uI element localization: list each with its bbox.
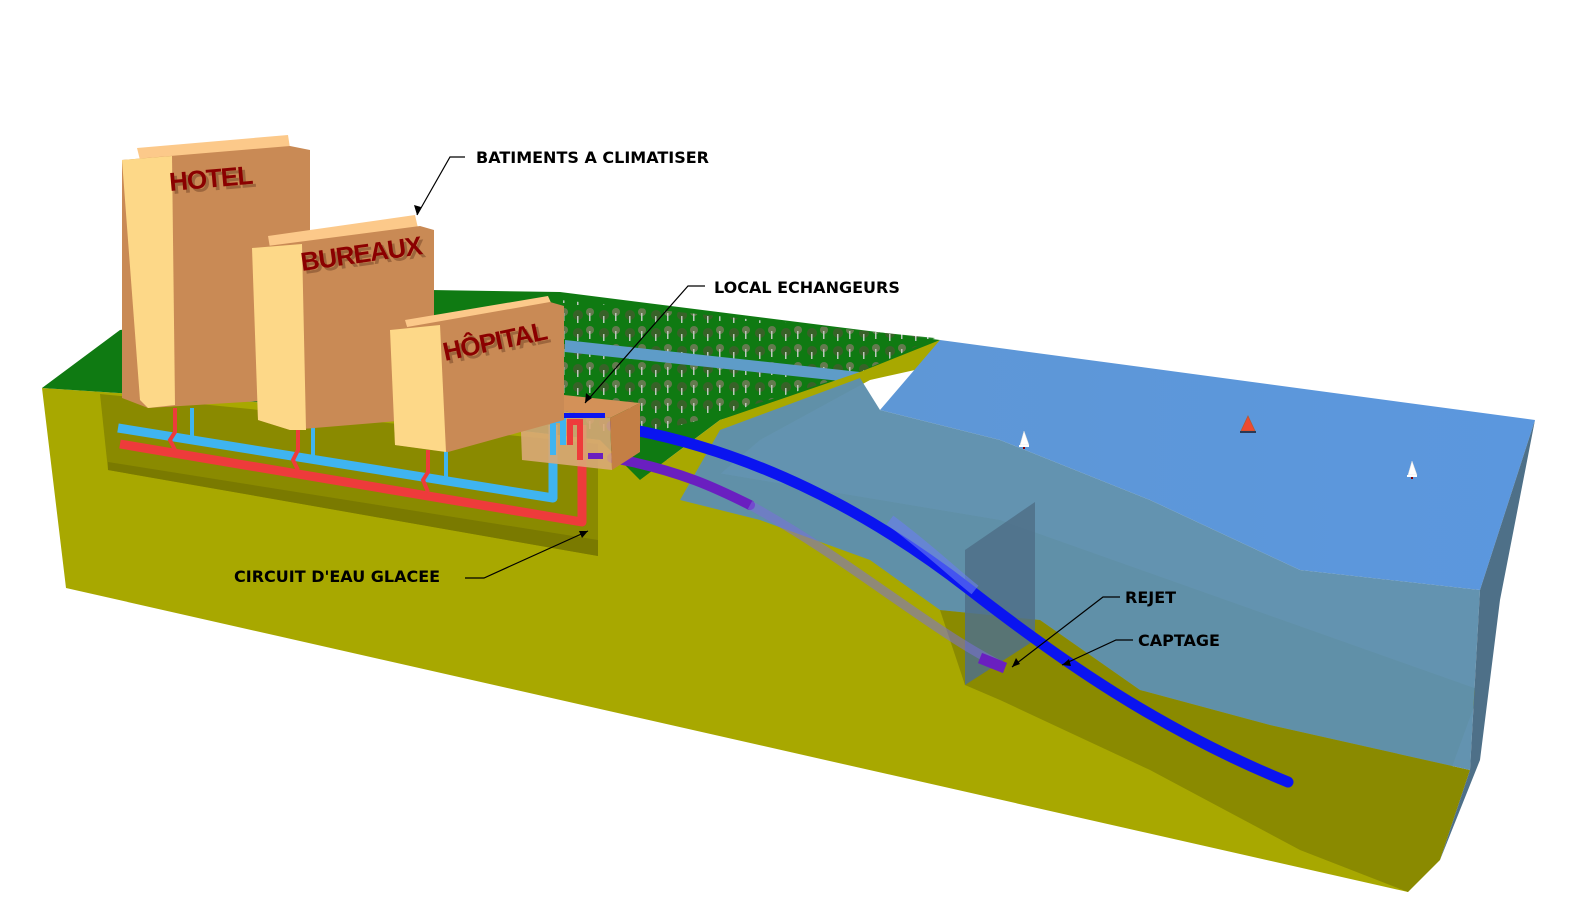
hot-riser-hopital [420,450,430,493]
seabed [940,610,1470,892]
callout-label-chilled-water: CIRCUIT D'EAU GLACEE [234,567,440,586]
callout-label-intake: CAPTAGE [1138,631,1220,650]
exchanger-discharge-header [588,453,603,459]
exchanger-seawater-header [555,413,605,418]
building-label-hotel: HOTEL [168,160,255,197]
sailboat-icon [1019,430,1030,449]
callout-label-discharge: REJET [1125,588,1176,607]
offshore-pipes [606,420,1294,788]
sailboat-icon [1407,460,1418,479]
sea [680,340,1535,860]
callout-exchanger-room: LOCAL ECHANGEURS [584,278,900,404]
lagoon [565,340,860,382]
callout-label-buildings: BATIMENTS A CLIMATISER [476,148,709,167]
hot-riser-hotel [167,408,177,451]
building-bureaux: BUREAUX BUREAUX [252,215,434,430]
callout-label-exchanger-room: LOCAL ECHANGEURS [714,278,900,297]
pipe-trench-floor [108,462,598,556]
exchanger-hot-loop [567,419,583,460]
sea-surface [880,340,1535,590]
building-label-shadow: HOTEL [171,163,258,200]
sea-body [680,378,1480,770]
red-sailboat-icon [1240,415,1256,433]
exchanger-room-side [610,403,640,470]
hot-riser-bureaux [290,428,300,471]
building-hopital: HÔPITAL HÔPITAL [390,296,564,452]
callout-buildings: BATIMENTS A CLIMATISER [414,148,709,216]
sea-cutaway-wall [965,502,1035,685]
intake-pipe-submerged [886,515,979,595]
discharge-pipe-submerged [747,501,1003,670]
callout-intake: CAPTAGE [1061,631,1220,666]
callout-discharge: REJET [1011,588,1176,668]
discharge-outlet [977,652,1008,674]
sea-right-face [1440,420,1535,860]
callout-chilled-water: CIRCUIT D'EAU GLACEE [234,530,589,586]
discharge-pipe [607,453,755,510]
